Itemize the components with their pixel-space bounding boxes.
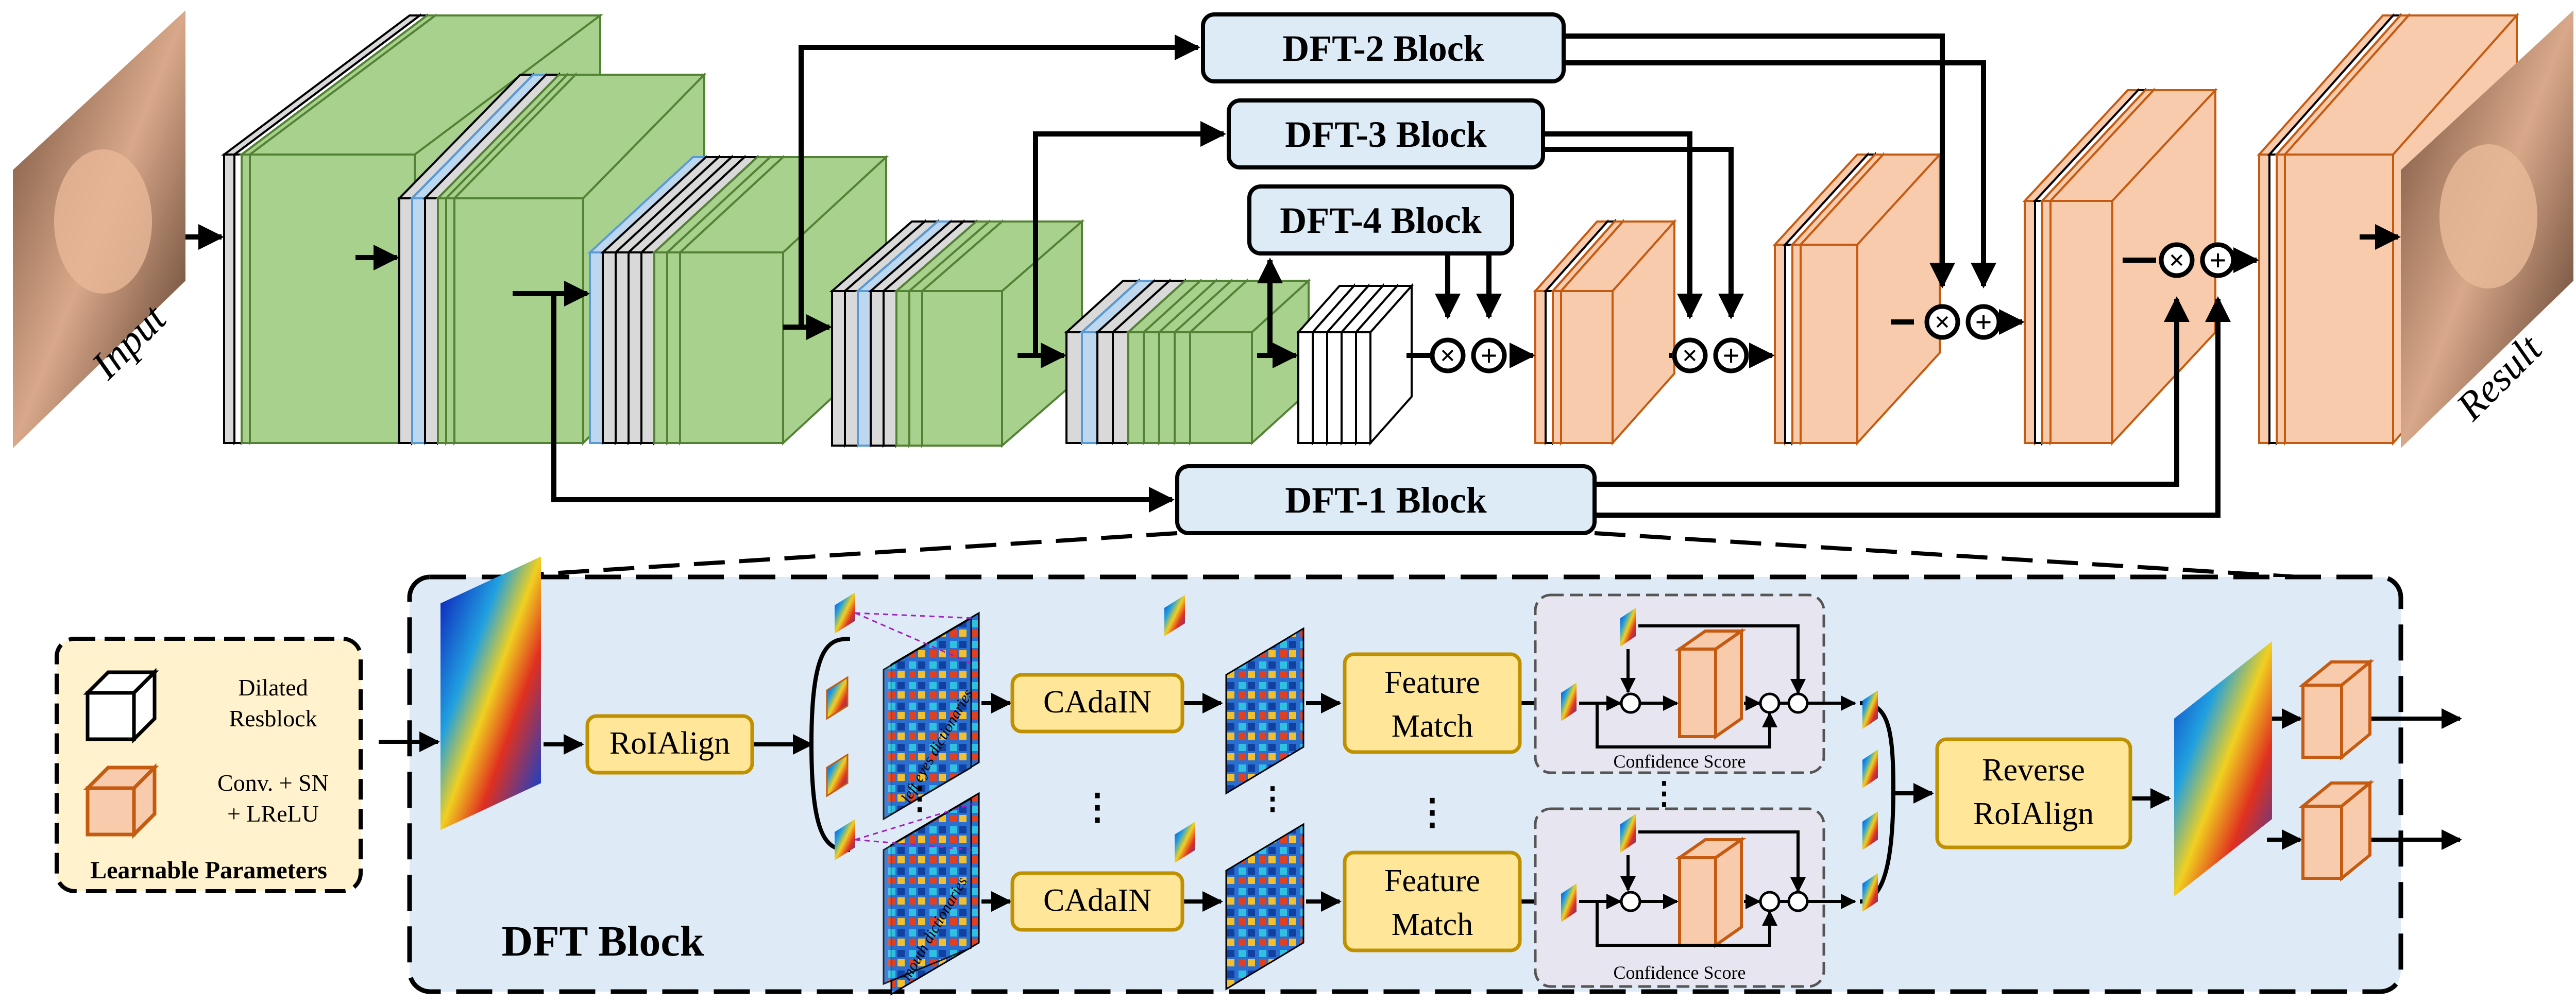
- roi-patches: [826, 592, 855, 860]
- input-image: Input: [13, 10, 185, 448]
- svg-text:Match: Match: [1392, 709, 1473, 744]
- svg-text:Resblock: Resblock: [229, 705, 317, 731]
- svg-text:DFT-1 Block: DFT-1 Block: [1285, 480, 1486, 521]
- svg-text:CAdaIN: CAdaIN: [1043, 883, 1151, 918]
- network-arrows: [185, 33, 2401, 518]
- svg-text:Match: Match: [1392, 907, 1473, 942]
- dft-4-block[interactable]: DFT-4 Block: [1247, 184, 1514, 256]
- dft-1-block[interactable]: DFT-1 Block: [1175, 464, 1597, 535]
- feature-match-top-module[interactable]: Feature Match: [1343, 652, 1522, 754]
- svg-text:Feature: Feature: [1384, 863, 1480, 898]
- svg-text:⋮: ⋮: [1414, 793, 1450, 832]
- dictionary-links: [855, 612, 974, 851]
- svg-text:⋮: ⋮: [1257, 781, 1288, 815]
- decoder-stage-1-layer-4: [1558, 218, 1677, 446]
- svg-text:Reverse: Reverse: [1982, 753, 2085, 788]
- input-heatmap: [440, 556, 541, 830]
- cadain-bottom-module[interactable]: CAdaIN: [1010, 871, 1184, 932]
- legend: Dilated Resblock Conv. + SN + LReLU Lear…: [55, 637, 363, 893]
- svg-text:×: ×: [1935, 307, 1951, 337]
- dilated-resblock-icon: [83, 668, 159, 744]
- cadain-top-module[interactable]: CAdaIN: [1010, 673, 1184, 734]
- dft-3-block[interactable]: DFT-3 Block: [1227, 98, 1545, 169]
- encoder-layers: [221, 13, 1414, 448]
- zoom-line-right: [1594, 531, 2298, 579]
- mouth-dictionary: mouth dictionaries: [883, 792, 980, 996]
- op-mul-4: ×: [1430, 337, 1466, 373]
- svg-text:+: +: [1722, 339, 1739, 372]
- svg-text:+: +: [2209, 244, 2226, 277]
- output-heatmap: [2174, 641, 2272, 896]
- op-mul-3: ×: [1672, 337, 1708, 373]
- op-mul-2: ×: [1924, 304, 1960, 340]
- svg-text:+: +: [1975, 305, 1992, 339]
- output-patches: [1862, 690, 1878, 912]
- op-add-1: +: [2200, 242, 2236, 278]
- dft-block-title: DFT Block: [502, 917, 704, 965]
- op-add-4: +: [1471, 337, 1507, 373]
- dilated-resblocks-layer-5: [1353, 283, 1414, 446]
- output-conv-top: [2298, 658, 2375, 761]
- svg-text:Conv. + SN: Conv. + SN: [217, 770, 329, 796]
- svg-text:Dilated: Dilated: [238, 674, 308, 701]
- reverse-roialign-module[interactable]: Reverse RoIAlign: [1935, 737, 2132, 849]
- zoom-line-left: [494, 531, 1178, 579]
- dft-block-panel: DFT Block: [379, 556, 2462, 996]
- op-add-2: +: [1965, 304, 2002, 340]
- svg-text:⋮: ⋮: [1079, 788, 1115, 827]
- svg-text:+ LReLU: + LReLU: [227, 801, 319, 827]
- svg-text:⋮: ⋮: [904, 781, 935, 815]
- svg-text:Confidence Score: Confidence Score: [1614, 962, 1746, 983]
- svg-text:DFT-3 Block: DFT-3 Block: [1285, 114, 1486, 155]
- decoder-layers: [1533, 12, 2519, 446]
- svg-text:Confidence Score: Confidence Score: [1614, 751, 1746, 772]
- svg-text:×: ×: [1440, 340, 1456, 371]
- svg-text:×: ×: [2169, 245, 2185, 276]
- svg-text:CAdaIN: CAdaIN: [1043, 685, 1151, 720]
- svg-text:DFT-2 Block: DFT-2 Block: [1282, 28, 1484, 69]
- conv-sn-lrelu-icon: [83, 763, 159, 839]
- legend-title: Learnable Parameters: [90, 857, 327, 884]
- svg-text:+: +: [1480, 339, 1497, 372]
- output-conv-bottom: [2298, 779, 2375, 882]
- svg-text:RoIAlign: RoIAlign: [1973, 796, 2094, 831]
- svg-text:DFT-4 Block: DFT-4 Block: [1280, 200, 1481, 241]
- op-add-3: +: [1713, 337, 1749, 373]
- svg-text:⋮: ⋮: [1649, 776, 1680, 810]
- transformed-dict-bottom: [1175, 822, 1304, 991]
- transformed-dict-top: [1164, 595, 1304, 795]
- svg-text:×: ×: [1682, 340, 1698, 371]
- roialign-module[interactable]: RoIAlign: [585, 714, 754, 775]
- op-mul-1: ×: [2159, 242, 2195, 278]
- svg-text:RoIAlign: RoIAlign: [609, 726, 730, 761]
- confidence-score-bottom: Confidence Score: [1534, 807, 1856, 988]
- encoder-stage-4-layer-8: [919, 219, 1085, 448]
- confidence-score-top: Confidence Score: [1534, 593, 1856, 774]
- dft-2-block[interactable]: DFT-2 Block: [1201, 12, 1566, 83]
- decoder-stage-2-layer-4: [1798, 151, 1942, 446]
- feature-match-bottom-module[interactable]: Feature Match: [1343, 850, 1522, 952]
- svg-text:Feature: Feature: [1384, 665, 1480, 700]
